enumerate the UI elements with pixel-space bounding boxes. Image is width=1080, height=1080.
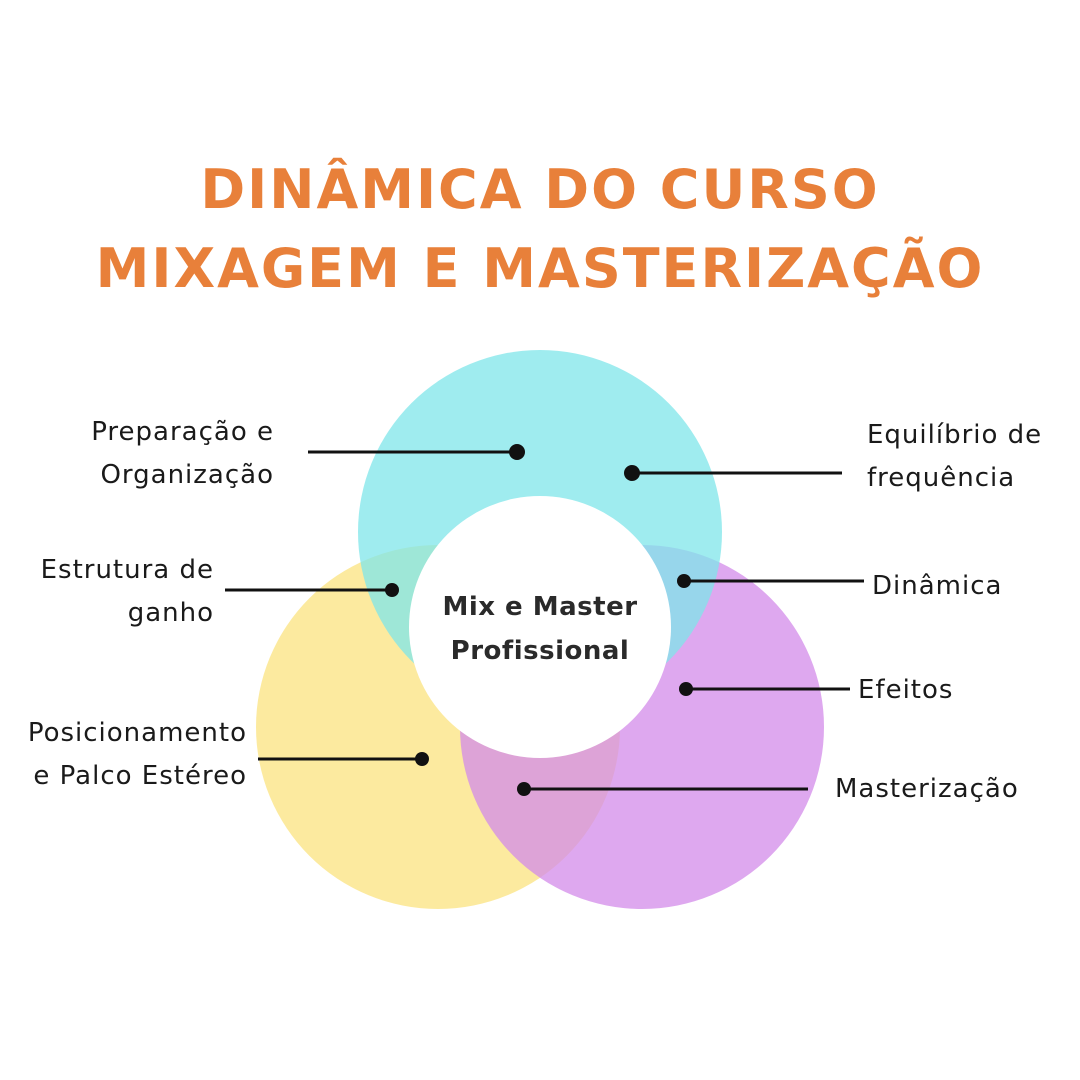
label-efeitos: Efeitos xyxy=(858,669,953,712)
dot-estrutura xyxy=(385,583,399,597)
dot-equilibrio xyxy=(624,465,640,481)
label-estrutura-line-1: Estrutura de xyxy=(40,555,214,585)
label-dinamica-line-1: Dinâmica xyxy=(872,571,1003,601)
label-estrutura-line-2: ganho xyxy=(127,598,214,628)
label-equilibrio: Equilíbrio de frequência xyxy=(867,414,1042,500)
label-efeitos-line-1: Efeitos xyxy=(858,675,954,705)
label-preparacao-line-2: Organização xyxy=(100,460,274,490)
label-posicionamento: Posicionamento e Palco Estéreo xyxy=(28,712,247,798)
center-label: Mix e Master Profissional xyxy=(410,585,670,673)
center-label-line-2: Profissional xyxy=(450,636,630,666)
dot-dinamica xyxy=(677,574,691,588)
label-masterizacao-line-1: Masterização xyxy=(835,774,1019,804)
dot-posicionamento xyxy=(415,752,429,766)
label-estrutura: Estrutura de ganho xyxy=(41,549,214,635)
label-dinamica: Dinâmica xyxy=(872,565,1002,608)
label-posicionamento-line-2: e Palco Estéreo xyxy=(33,761,247,791)
connectors xyxy=(225,444,864,796)
label-preparacao: Preparação e Organização xyxy=(91,411,274,497)
center-label-line-1: Mix e Master xyxy=(442,592,638,622)
label-equilibrio-line-1: Equilíbrio de xyxy=(867,420,1043,450)
label-preparacao-line-1: Preparação e xyxy=(91,417,274,447)
title-line-1: DINÂMICA DO CURSO xyxy=(200,158,880,221)
label-masterizacao: Masterização xyxy=(835,768,1019,811)
label-posicionamento-line-1: Posicionamento xyxy=(27,718,247,748)
dot-efeitos xyxy=(679,682,693,696)
dot-preparacao xyxy=(509,444,525,460)
label-equilibrio-line-2: frequência xyxy=(867,463,1016,493)
center-circle xyxy=(409,496,671,758)
title-line-2: MIXAGEM E MASTERIZAÇÃO xyxy=(95,237,985,300)
dot-masterizacao xyxy=(517,782,531,796)
